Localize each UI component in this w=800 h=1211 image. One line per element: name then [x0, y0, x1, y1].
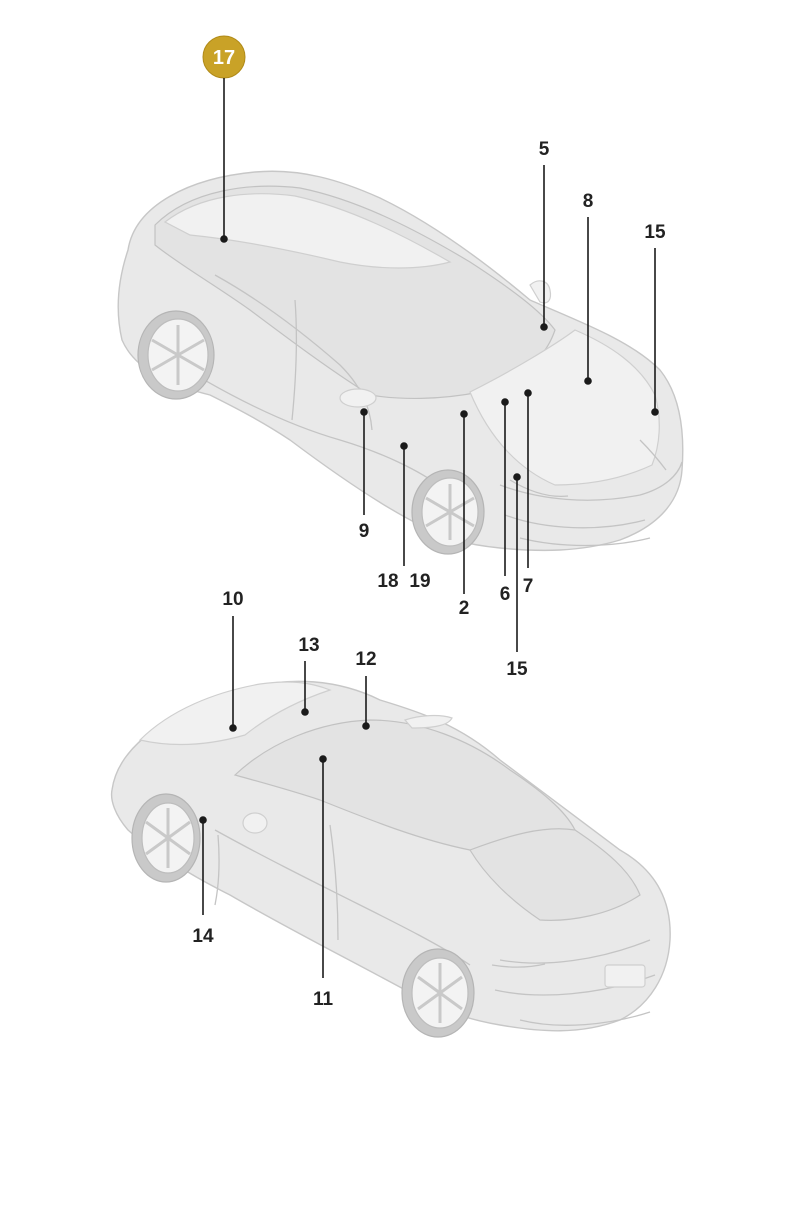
badge-label: 17 — [213, 47, 235, 69]
callout-7: 7 — [523, 389, 534, 597]
callout-12-label: 12 — [355, 649, 376, 670]
callout-15-bottom: 15 — [506, 473, 528, 680]
callout-10: 10 — [222, 589, 244, 732]
car-front-view — [117, 170, 684, 555]
callout-19-label: 19 — [409, 571, 430, 592]
callout-18-19: 18 19 — [377, 442, 431, 592]
callout-5: 5 — [539, 139, 550, 331]
callout-8: 8 — [583, 191, 594, 385]
callout-6-label: 6 — [500, 584, 511, 605]
callout-15-bottom-label: 15 — [506, 659, 528, 680]
callout-13: 13 — [298, 635, 320, 716]
car-rear-view — [110, 680, 671, 1038]
callout-12: 12 — [355, 649, 377, 730]
callout-14: 14 — [192, 816, 214, 947]
callout-9-label: 9 — [359, 521, 370, 542]
callout-7-label: 7 — [523, 576, 534, 597]
callout-8-label: 8 — [583, 191, 594, 212]
callout-6: 6 — [500, 398, 511, 605]
callout-5-label: 5 — [539, 139, 550, 160]
callout-11-label: 11 — [313, 989, 334, 1010]
callout-9: 9 — [359, 408, 370, 542]
callout-2-label: 2 — [459, 598, 470, 619]
callout-15-top: 15 — [644, 222, 666, 416]
callout-2: 2 — [459, 410, 470, 619]
callout-11: 11 — [313, 755, 334, 1010]
callout-18-label: 18 — [377, 571, 398, 592]
callout-15-top-label: 15 — [644, 222, 666, 243]
callout-10-label: 10 — [222, 589, 243, 610]
callout-14-label: 14 — [192, 926, 214, 947]
callout-13-label: 13 — [298, 635, 319, 656]
callout-17-badge: 17 — [202, 35, 246, 243]
